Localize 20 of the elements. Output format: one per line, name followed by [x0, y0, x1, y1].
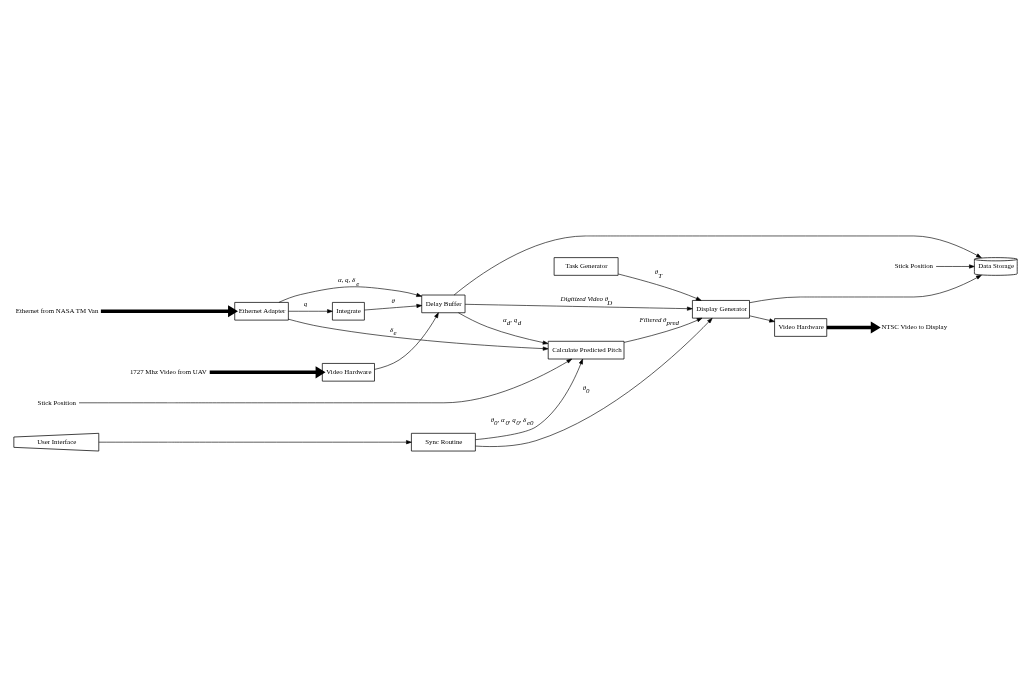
arrow [288, 318, 549, 351]
arrow [464, 304, 693, 311]
arrow [749, 315, 775, 323]
arrow [458, 312, 549, 345]
arrow [364, 303, 423, 311]
arrow [935, 264, 975, 269]
arrow [475, 317, 713, 447]
arrow [618, 273, 702, 301]
arrow [749, 274, 982, 304]
arrow [288, 309, 333, 314]
arrow [826, 321, 881, 334]
arrow [209, 366, 326, 379]
arrow [100, 305, 238, 318]
arrow [374, 312, 439, 370]
arrow [453, 235, 982, 296]
arrow [623, 317, 703, 343]
arrow [98, 440, 412, 445]
arrow [78, 358, 573, 404]
arrow [475, 358, 583, 440]
arrow [278, 286, 422, 303]
